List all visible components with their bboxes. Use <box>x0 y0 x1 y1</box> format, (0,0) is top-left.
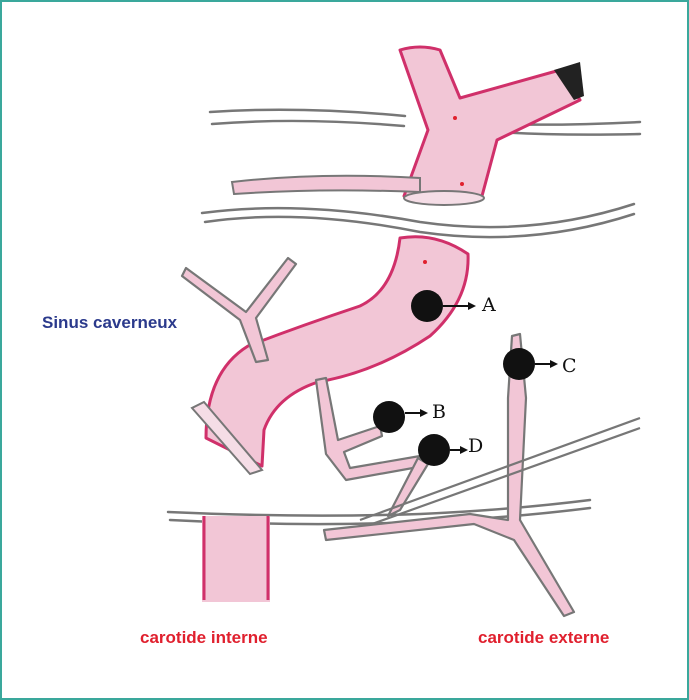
marker-c-label: C <box>562 355 577 377</box>
marker-d <box>418 434 468 466</box>
marker-d-label: D <box>468 435 484 457</box>
marker-c <box>503 348 558 380</box>
dura-line-middle <box>200 202 636 229</box>
dura-line-upper-right-2 <box>495 130 642 136</box>
marker-b-label: B <box>432 401 446 423</box>
marker-b-dot <box>373 401 405 433</box>
marker-a-label: A <box>482 294 496 316</box>
dura-line-middle-2 <box>203 212 636 239</box>
dura-line-lower <box>166 498 592 517</box>
marker-a-dot <box>411 290 443 322</box>
carotide-externe-label: carotide externe <box>478 628 610 647</box>
carotide-interne-label: carotide interne <box>140 628 268 647</box>
sinus-caverneux-label: Sinus caverneux <box>42 313 178 332</box>
dura-line-upper-left <box>208 108 407 118</box>
marker-a <box>411 290 476 322</box>
branch-upper-left <box>180 256 298 364</box>
internal-carotid <box>202 516 270 602</box>
branches-lower <box>314 376 430 518</box>
upper-vessel <box>230 45 584 206</box>
red-dots <box>423 116 464 264</box>
marker-b <box>373 401 428 433</box>
dura-line-upper-left-2 <box>210 119 406 128</box>
cavernous-carotid <box>190 235 470 476</box>
marker-c-dot <box>503 348 535 380</box>
marker-d-dot <box>418 434 450 466</box>
external-carotid <box>322 332 576 618</box>
crossing-lines <box>359 416 641 526</box>
